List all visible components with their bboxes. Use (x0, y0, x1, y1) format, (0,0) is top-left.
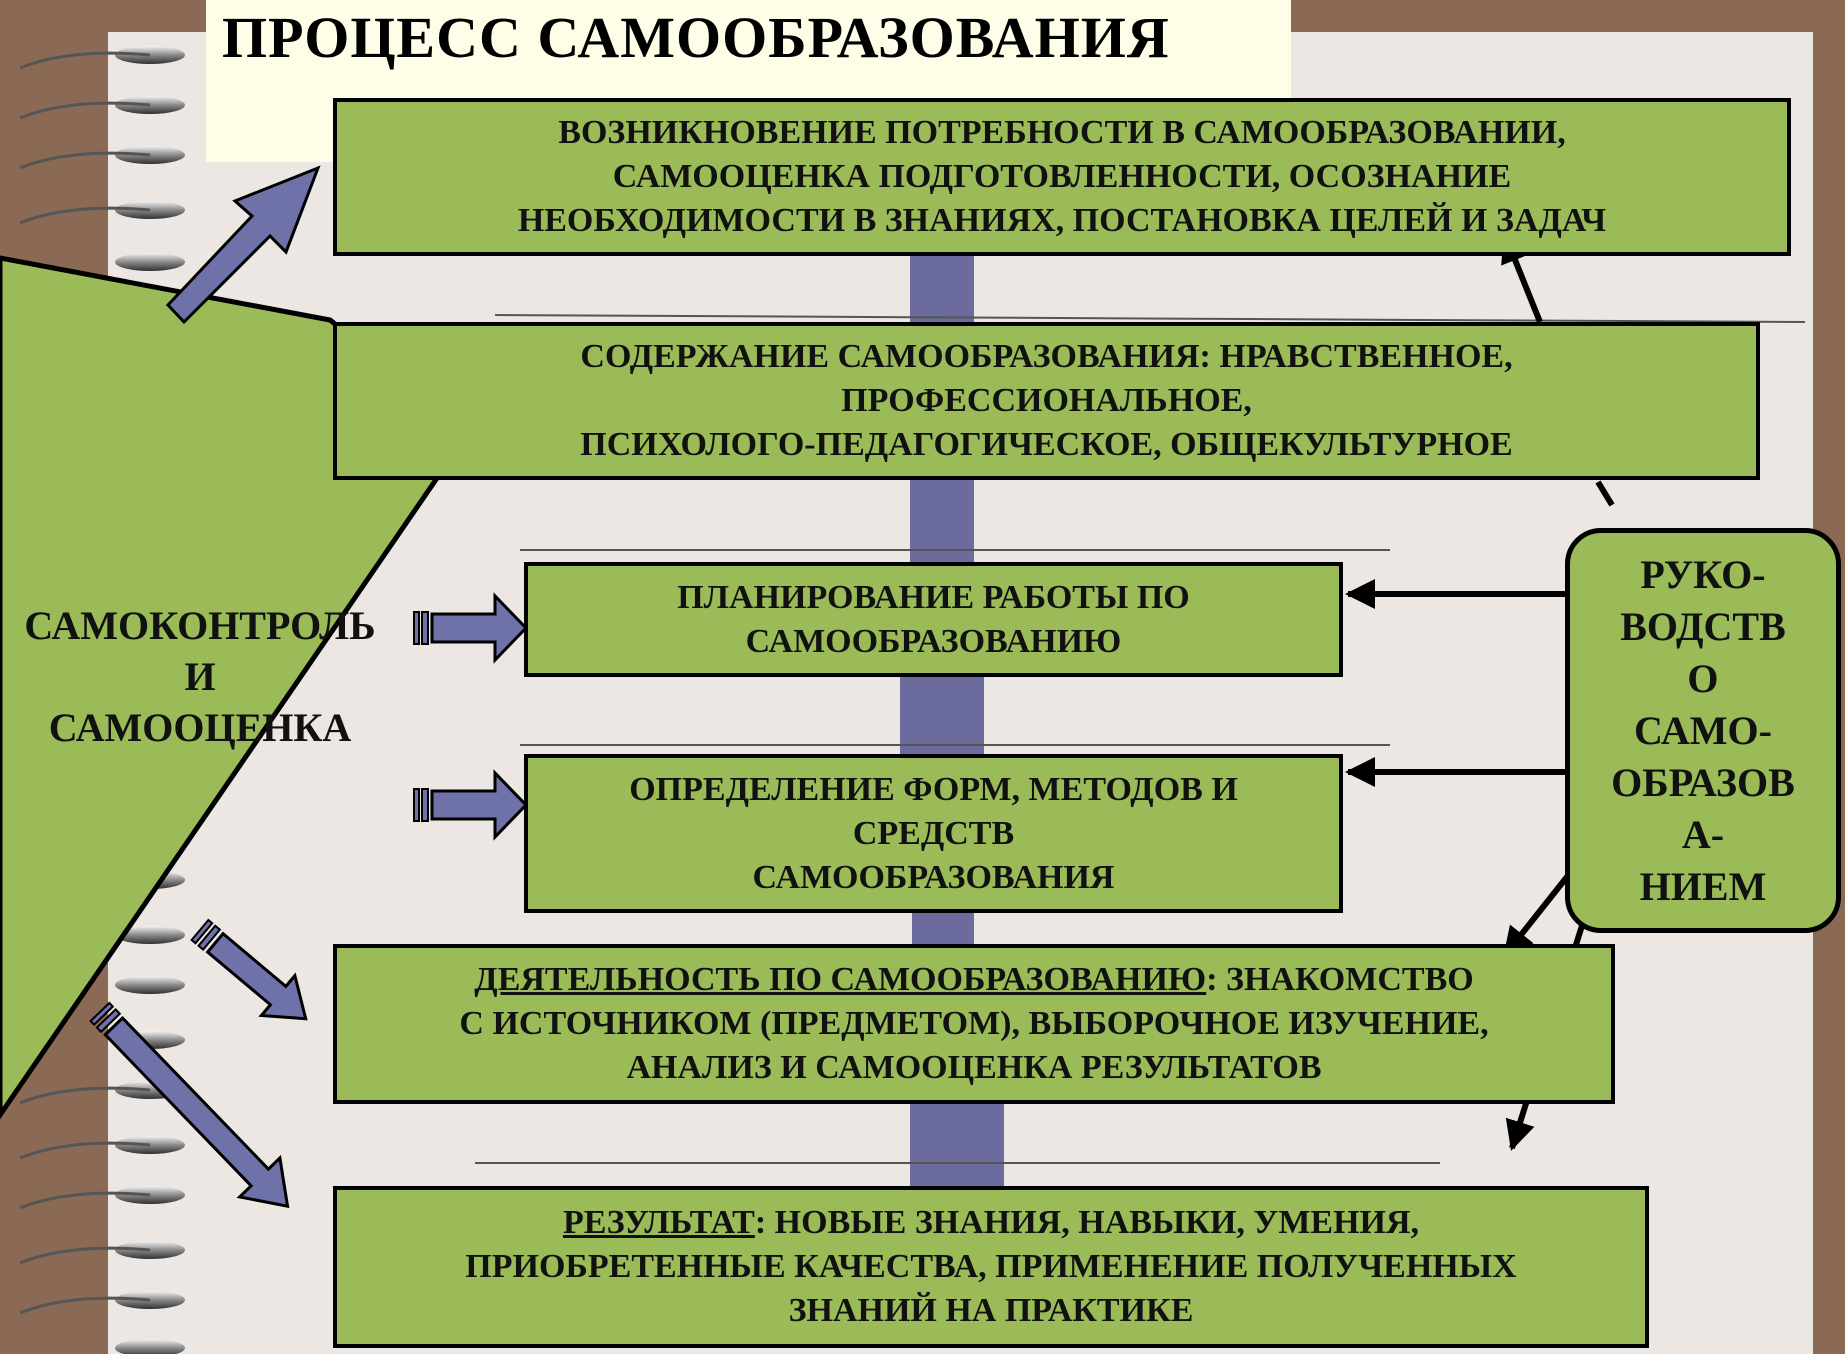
striped-arrow (413, 592, 529, 664)
step-planning: ПЛАНИРОВАНИЕ РАБОТЫ ПО САМООБРАЗОВАНИЮ (524, 562, 1343, 677)
spiral-ring (115, 976, 185, 994)
step-need-and-goals: ВОЗНИКНОВЕНИЕ ПОТРЕБНОСТИ В САМООБРАЗОВА… (333, 98, 1791, 256)
blue-arrow-to-step1 (165, 165, 321, 325)
connector-bar (912, 910, 974, 945)
guidance-label: РУКО- ВОДСТВ О САМО- ОБРАЗОВ А- НИЕМ (1611, 551, 1795, 909)
step-planning-text: ПЛАНИРОВАНИЕ РАБОТЫ ПО САМООБРАЗОВАНИЮ (677, 578, 1190, 660)
step-need-text: ВОЗНИКНОВЕНИЕ ПОТРЕБНОСТИ В САМООБРАЗОВА… (517, 114, 1607, 239)
spiral-ring (19, 1186, 185, 1210)
guide-lines (475, 314, 1806, 1164)
spiral-ring (19, 146, 185, 170)
connector-bar (900, 672, 984, 757)
spiral-ring (19, 1241, 185, 1265)
spiral-ring (19, 201, 185, 225)
step-result-text: РЕЗУЛЬТАТ: НОВЫЕ ЗНАНИЯ, НАВЫКИ, УМЕНИЯ,… (465, 1201, 1516, 1333)
step-result: РЕЗУЛЬТАТ: НОВЫЕ ЗНАНИЯ, НАВЫКИ, УМЕНИЯ,… (333, 1186, 1649, 1348)
step-activity-details: : ЗНАКОМСТВО С ИСТОЧНИКОМ (ПРЕДМЕТОМ), В… (459, 961, 1489, 1086)
spiral-ring (115, 926, 185, 944)
step-activity-text: ДЕЯТЕЛЬНОСТЬ ПО САМООБРАЗОВАНИЮ: ЗНАКОМС… (459, 958, 1488, 1090)
guide-line (494, 314, 1806, 323)
striped-arrow-diagonal (89, 1001, 290, 1209)
spiral-ring (19, 96, 185, 120)
central-connector (900, 250, 1004, 1187)
guidance-box: РУКО- ВОДСТВ О САМО- ОБРАЗОВ А- НИЕМ (1565, 528, 1841, 933)
striped-arrow-diagonal (190, 918, 308, 1021)
diagram-title: ПРОЦЕСС САМООБРАЗОВАНИЯ (222, 5, 1170, 70)
striped-arrow (413, 769, 529, 841)
connector-bar (910, 1102, 1004, 1187)
step-activity: ДЕЯТЕЛЬНОСТЬ ПО САМООБРАЗОВАНИЮ: ЗНАКОМС… (333, 944, 1615, 1104)
spiral-ring (19, 1136, 185, 1160)
step-activity-heading: ДЕЯТЕЛЬНОСТЬ ПО САМООБРАЗОВАНИЮ (474, 961, 1207, 998)
step-result-details: : НОВЫЕ ЗНАНИЯ, НАВЫКИ, УМЕНИЯ, ПРИОБРЕТ… (465, 1204, 1517, 1329)
connector-bar (910, 478, 974, 563)
step-forms-text: ОПРЕДЕЛЕНИЕ ФОРМ, МЕТОДОВ И СРЕДСТВ САМО… (629, 770, 1238, 896)
self-control-label: САМОКОНТРОЛЬ И САМООЦЕНКА (24, 603, 376, 750)
step-content: СОДЕРЖАНИЕ САМООБРАЗОВАНИЯ: НРАВСТВЕННОЕ… (333, 322, 1760, 480)
connector-bar (910, 250, 974, 325)
spiral-ring (19, 1291, 185, 1315)
spiral-ring (115, 1339, 185, 1354)
spiral-ring (115, 253, 185, 271)
step-result-heading: РЕЗУЛЬТАТ (562, 1204, 755, 1241)
step-content-text: СОДЕРЖАНИЕ САМООБРАЗОВАНИЯ: НРАВСТВЕННОЕ… (580, 338, 1513, 463)
spiral-ring (19, 46, 185, 70)
step-forms-methods: ОПРЕДЕЛЕНИЕ ФОРМ, МЕТОДОВ И СРЕДСТВ САМО… (524, 754, 1343, 913)
dashed-link (1595, 480, 1615, 507)
